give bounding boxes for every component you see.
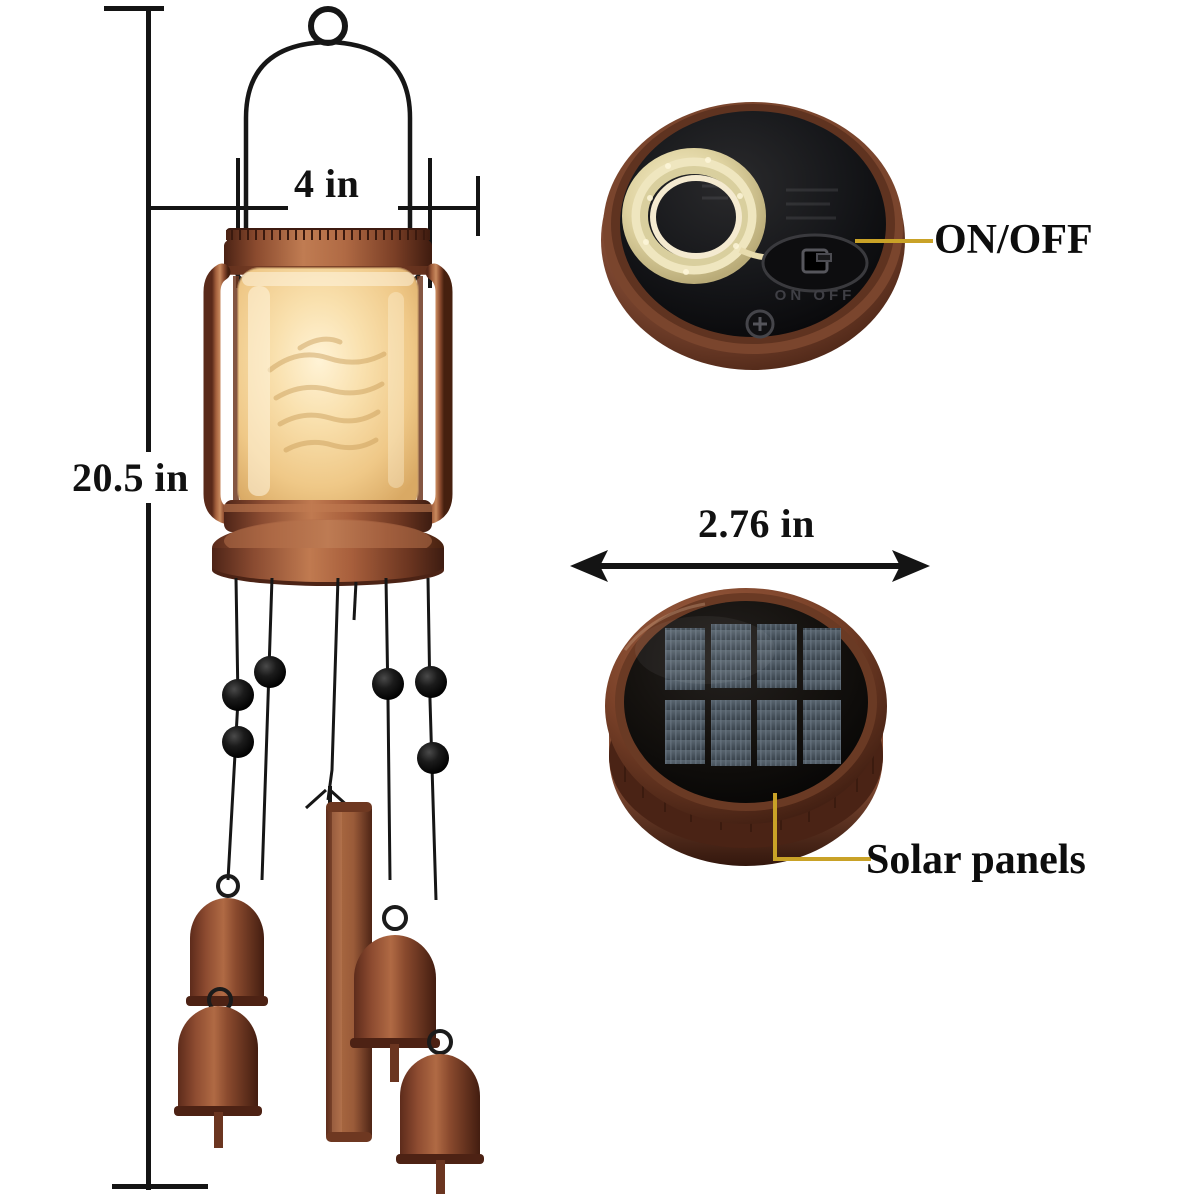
solar-diameter-arrow: [570, 550, 930, 582]
solar-panels-leader-vertical: [773, 793, 777, 861]
on-off-leader-line: [855, 239, 933, 243]
screw-icon: [745, 309, 775, 339]
bead: [372, 668, 404, 700]
solar-cell: [803, 628, 841, 690]
height-dimension-label: 20.5 in: [66, 452, 195, 503]
width-dimension-line-left: [148, 206, 288, 210]
solar-cell: [711, 700, 751, 766]
copper-base-cap: [212, 519, 444, 586]
width-dimension-line-right: [398, 206, 480, 210]
arrow-head-right-icon: [892, 550, 930, 582]
solar-panel-photo: [605, 588, 887, 866]
solar-cell: [803, 700, 841, 764]
bell: [186, 874, 268, 1006]
width-extension-line-left: [236, 158, 240, 288]
solar-cell: [665, 700, 705, 764]
height-dimension-tick-top: [104, 6, 164, 11]
hanger-ring: [308, 6, 348, 46]
arrow-head-left-icon: [570, 550, 608, 582]
solar-cell: [757, 624, 797, 688]
solar-diameter-label: 2.76 in: [698, 501, 815, 546]
solar-cell: [711, 624, 751, 688]
bead: [417, 742, 449, 774]
solar-cells-grid: [665, 624, 841, 766]
bell: [174, 987, 262, 1148]
height-dimension-tick-bottom: [112, 1184, 208, 1189]
chime-beads-group: [222, 656, 449, 774]
width-dimension-tick-right: [476, 176, 480, 236]
glowing-mason-jar: [237, 267, 419, 513]
chime-string: [426, 577, 438, 901]
chime-string: [260, 577, 274, 881]
width-extension-line-right: [428, 158, 432, 288]
bell: [350, 905, 440, 1082]
chime-string: [352, 581, 358, 621]
solar-cell: [665, 628, 705, 690]
chime-string: [384, 577, 392, 881]
bead: [222, 679, 254, 711]
chime-string: [326, 577, 340, 801]
width-dimension-label: 4 in: [294, 161, 360, 206]
solar-panels-leader-horizontal: [773, 857, 871, 861]
on-off-switch[interactable]: [761, 233, 869, 293]
bead: [254, 656, 286, 688]
bead: [415, 666, 447, 698]
bead: [222, 726, 254, 758]
jar-embossed-logo: [267, 336, 387, 453]
solar-cell: [757, 700, 797, 766]
solar-panels-label: Solar panels: [866, 837, 1086, 883]
lid-underside-photo: ON OFF: [601, 102, 905, 370]
copper-cage-frame: [203, 263, 453, 525]
height-dimension-line: [146, 8, 151, 1190]
switch-on-off-text: ON OFF: [775, 287, 856, 304]
coil-led-dots: [643, 157, 743, 275]
copper-chime-tube: [304, 786, 372, 1142]
wire-handle: [243, 39, 413, 268]
bell: [396, 1029, 484, 1194]
on-off-label: ON/OFF: [934, 217, 1093, 263]
lantern-windchime-illustration: [174, 6, 484, 1194]
